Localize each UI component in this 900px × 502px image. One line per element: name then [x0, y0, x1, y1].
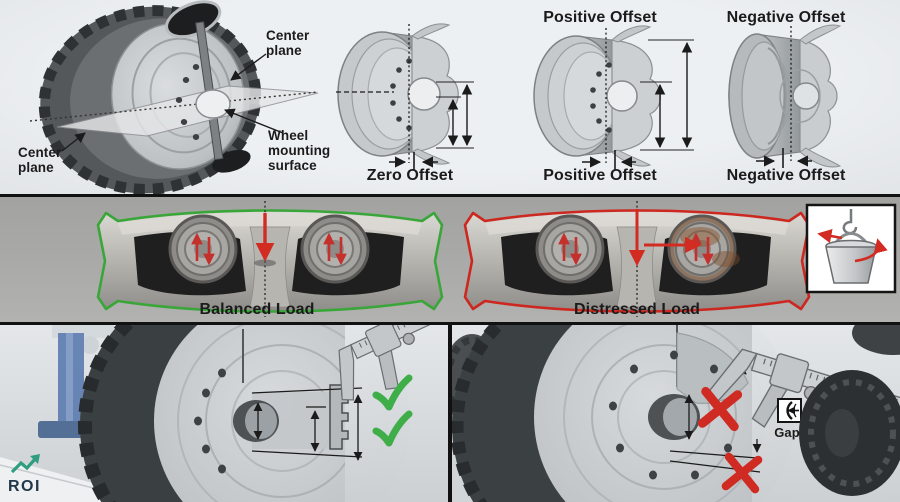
- negative-offset-wheel: [728, 24, 842, 168]
- load-comparison-art: [96, 201, 897, 317]
- distressed-load-wheel: [463, 201, 811, 317]
- wheel-mounting-surface-label: Wheel mounting surface: [268, 128, 331, 174]
- trend-up-arrow-icon: [10, 454, 40, 474]
- gap-label: Gap: [774, 425, 800, 440]
- tire-center-plane-illustration: [29, 0, 319, 194]
- balanced-load-wheel: [96, 201, 444, 317]
- offset-diagrams-art: [29, 0, 842, 194]
- wheel-photo: [78, 325, 448, 502]
- center-plane-label-left: Center plane: [18, 145, 62, 176]
- negative-offset-bottom-label: Negative Offset: [726, 167, 846, 184]
- bucket-tilt-icon: [805, 203, 897, 294]
- zero-offset-label: Zero Offset: [366, 167, 454, 184]
- measurement-photos-panel: [0, 325, 900, 502]
- incorrect-measurement-photo: [452, 325, 900, 502]
- zero-offset-wheel: [336, 23, 474, 170]
- positive-offset-bottom-label: Positive Offset: [543, 167, 657, 184]
- positive-offset-wheel: [533, 25, 694, 170]
- negative-offset-top-label: Negative Offset: [726, 9, 846, 26]
- dimension-annotations: [251, 387, 363, 461]
- offset-diagrams-panel: [0, 0, 900, 197]
- right-tire: [799, 325, 900, 496]
- correct-measurement-photo: [0, 325, 448, 502]
- gap-icon: [777, 398, 802, 423]
- balanced-load-label: Balanced Load: [199, 301, 315, 318]
- load-comparison-panel: [0, 197, 900, 325]
- distressed-load-label: Distressed Load: [574, 301, 700, 318]
- brand-logo-text: ROI: [8, 478, 41, 495]
- center-plane-label-right: Center plane: [266, 28, 310, 59]
- positive-offset-top-label: Positive Offset: [543, 9, 657, 26]
